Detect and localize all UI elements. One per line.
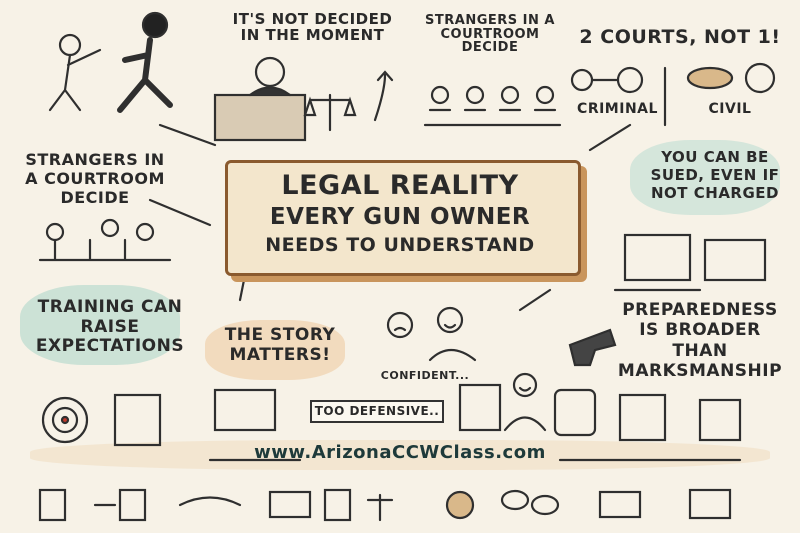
notes-icon bbox=[113, 393, 162, 447]
confident-face-icon bbox=[436, 306, 464, 334]
calculator-icon bbox=[553, 388, 597, 437]
courtroom-icon bbox=[38, 238, 172, 262]
judge-bench bbox=[213, 93, 307, 142]
preparedness-marksmanship: PREPAREDNESS IS BROADER THAN MARKSMANSHI… bbox=[617, 300, 783, 382]
document-icon bbox=[618, 393, 667, 442]
handshake-icon bbox=[178, 496, 242, 507]
money-icon bbox=[688, 488, 732, 520]
dollar-icon bbox=[744, 62, 776, 94]
criminal-label: CRIMINAL bbox=[577, 101, 658, 117]
arrow bbox=[158, 123, 217, 147]
document-icon bbox=[698, 398, 742, 442]
website-link[interactable]: www.ArizonaCCWClass.com bbox=[254, 442, 546, 463]
sued-not-charged: YOU CAN BE SUED, EVEN IF NOT CHARGED bbox=[650, 148, 780, 202]
smiling-face-icon bbox=[512, 372, 538, 398]
story-matters: THE STORY MATTERS! bbox=[224, 325, 336, 366]
banner-line-3: NEEDS TO UNDERSTAND bbox=[265, 234, 535, 256]
coin-icon bbox=[445, 490, 475, 520]
scales-icon bbox=[366, 493, 394, 522]
id-card-icon bbox=[213, 388, 277, 432]
banner-line-2: EVERY GUN OWNER bbox=[269, 204, 531, 230]
orange-wash bbox=[205, 320, 345, 380]
training-expectations: TRAINING CAN RAISE EXPECTATIONS bbox=[35, 297, 185, 357]
strangers-courtroom-top: STRANGERS IN A COURTROOM DECIDE bbox=[425, 13, 555, 56]
strangers-courtroom-left: STRANGERS IN A COURTROOM DECIDE bbox=[25, 150, 165, 208]
laptop-icon bbox=[623, 233, 692, 282]
scales-icon bbox=[303, 93, 357, 132]
worried-face-icon bbox=[386, 311, 414, 339]
civil-label: CIVIL bbox=[708, 101, 752, 117]
confident-caption: CONFIDENT... bbox=[380, 369, 470, 382]
title-banner bbox=[225, 160, 581, 276]
teal-wash bbox=[630, 140, 780, 215]
jury-icon bbox=[423, 85, 562, 127]
two-courts-title: 2 COURTS, NOT 1! bbox=[579, 26, 781, 48]
target-icon bbox=[41, 396, 89, 444]
too-defensive-caption: TOO DEFENSIVE.. bbox=[310, 400, 444, 423]
paper-icon bbox=[458, 383, 502, 432]
handcuffs-icon bbox=[570, 68, 594, 92]
robber-figure bbox=[141, 11, 169, 39]
book-icon bbox=[268, 490, 312, 519]
judge-icon bbox=[254, 56, 286, 88]
pistol-icon bbox=[568, 328, 617, 367]
speech-bubble-icon bbox=[500, 489, 530, 511]
banner-line-1: LEGAL REALITY bbox=[281, 170, 519, 201]
coins-icon bbox=[686, 66, 734, 90]
not-decided-in-moment: IT'S NOT DECIDED IN THE MOMENT bbox=[232, 10, 393, 44]
teal-wash bbox=[20, 285, 180, 365]
documents-icon bbox=[598, 490, 642, 519]
document-icon bbox=[38, 488, 67, 522]
document-icon bbox=[703, 238, 767, 282]
victim-figure bbox=[58, 33, 82, 57]
